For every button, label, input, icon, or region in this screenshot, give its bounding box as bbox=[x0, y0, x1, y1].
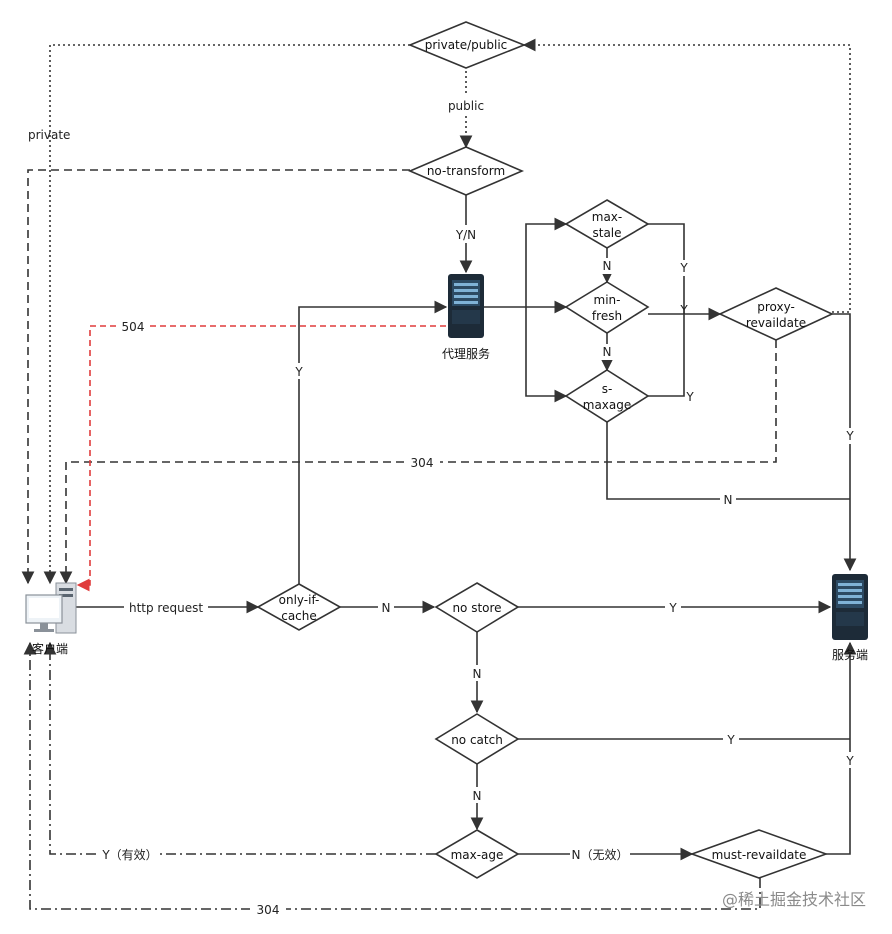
node-proxy-revalidate-label-2: revaildate bbox=[746, 316, 806, 330]
label-http-request: http request bbox=[129, 601, 203, 615]
node-no-transform bbox=[407, 146, 525, 196]
label-y-maxstale: Y bbox=[679, 261, 688, 275]
node-no-store-label: no store bbox=[452, 601, 501, 615]
node-max-stale-label-2: stale bbox=[592, 226, 621, 240]
client-label: 客户端 bbox=[32, 641, 68, 656]
node-no-transform-label: no-transform bbox=[427, 164, 505, 178]
server-label: 服务端 bbox=[832, 647, 868, 662]
edge-maxstale-y bbox=[648, 223, 685, 314]
label-n-maxage: N（无效） bbox=[572, 847, 629, 862]
edge-private-to-client bbox=[43, 44, 410, 585]
edge-proxyrevalidate-to-server bbox=[832, 313, 857, 572]
edge-must-304 bbox=[23, 641, 761, 910]
label-y-minfresh: Y bbox=[679, 303, 688, 317]
server-icon bbox=[832, 574, 868, 640]
client-computer-icon bbox=[25, 582, 77, 634]
label-y-must: Y bbox=[845, 754, 854, 768]
edge-bracket-to-smaxage bbox=[525, 307, 568, 403]
node-private-public bbox=[407, 21, 527, 69]
label-n-nostore: N bbox=[473, 667, 482, 681]
node-s-maxage-label-1: s- bbox=[602, 382, 613, 396]
node-proxy-revalidate bbox=[718, 287, 834, 341]
label-n-smaxage: N bbox=[724, 493, 733, 507]
label-y-proxy: Y bbox=[845, 429, 854, 443]
label-y-maxage: Y（有效） bbox=[101, 847, 157, 862]
label-y-nocatch: Y bbox=[726, 733, 735, 747]
node-proxy-revalidate-label-1: proxy- bbox=[757, 300, 795, 314]
node-only-if-cache bbox=[256, 583, 342, 631]
label-n-onlycache: N bbox=[382, 601, 391, 615]
label-yn: Y/N bbox=[455, 228, 476, 242]
node-no-store bbox=[434, 582, 520, 633]
watermark-logo: @稀土掘金技术社区 bbox=[722, 890, 866, 909]
label-n-maxstale: N bbox=[603, 259, 612, 273]
edge-onlycache-to-proxy bbox=[298, 300, 448, 584]
node-max-age bbox=[434, 829, 520, 879]
node-private-public-label: private/public bbox=[425, 38, 508, 52]
node-min-fresh bbox=[564, 281, 650, 334]
node-max-stale-label-1: max- bbox=[592, 210, 622, 224]
proxy-server-label: 代理服务 bbox=[442, 346, 490, 361]
node-no-catch bbox=[434, 713, 520, 765]
edge-proxy-to-privatepublic bbox=[522, 38, 851, 313]
edge-maxage-to-client bbox=[43, 641, 436, 855]
node-no-catch-label: no catch bbox=[451, 733, 503, 747]
label-304-bottom: 304 bbox=[257, 903, 280, 917]
edge-bracket-to-maxstale bbox=[525, 217, 568, 307]
node-only-if-cache-label-2: cache bbox=[281, 609, 317, 623]
node-must-revalidate-label: must-revaildate bbox=[712, 848, 807, 862]
node-only-if-cache-label-1: only-if- bbox=[279, 593, 320, 607]
edge-notransform-to-client bbox=[21, 169, 410, 585]
label-n-minfresh: N bbox=[603, 345, 612, 359]
label-y-onlycache: Y bbox=[294, 365, 303, 379]
node-max-stale bbox=[564, 199, 650, 249]
label-private: private bbox=[28, 128, 70, 142]
edge-smaxage-to-server bbox=[606, 421, 850, 500]
edge-must-to-server bbox=[826, 641, 857, 855]
label-304-top: 304 bbox=[411, 456, 434, 470]
label-504: 504 bbox=[122, 320, 145, 334]
label-y-smaxage: Y bbox=[685, 390, 694, 404]
node-s-maxage-label-2: maxage bbox=[583, 398, 632, 412]
node-must-revalidate bbox=[689, 829, 829, 879]
node-min-fresh-label-1: min- bbox=[594, 293, 621, 307]
edge-smaxage-y bbox=[648, 314, 685, 397]
label-public: public bbox=[448, 99, 484, 113]
label-n-nocatch: N bbox=[473, 789, 482, 803]
node-max-age-label: max-age bbox=[451, 848, 504, 862]
node-min-fresh-label-2: fresh bbox=[592, 309, 622, 323]
label-y-nostore: Y bbox=[668, 601, 677, 615]
node-s-maxage bbox=[564, 369, 650, 423]
edge-proxy-504 bbox=[76, 325, 446, 592]
proxy-server-icon bbox=[448, 274, 484, 338]
